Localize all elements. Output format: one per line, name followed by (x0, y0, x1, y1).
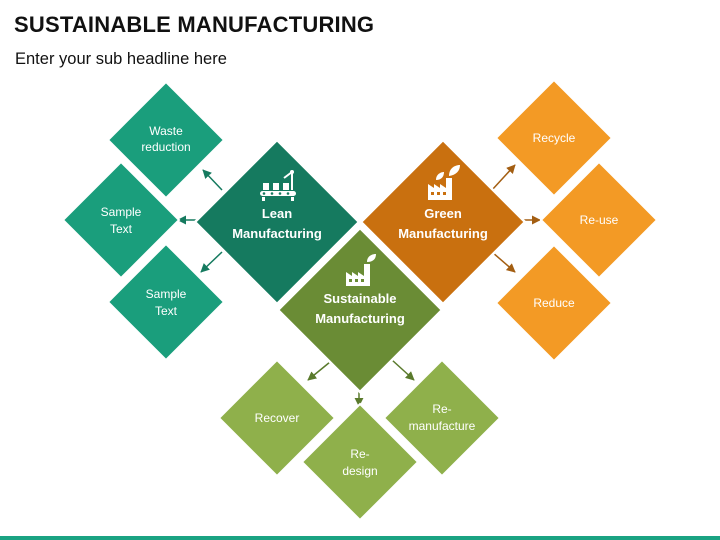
connector-arrow (202, 169, 223, 191)
page-subtitle: Enter your sub headline here (15, 50, 227, 68)
connector-arrow (491, 164, 516, 191)
sustainable-item-remanufacture[interactable]: Re-manufacture (382, 358, 502, 478)
factory-icon (346, 254, 376, 286)
svg-text:Re-manufacture: Re-manufacture (409, 402, 476, 433)
sustainable-item-redesign[interactable]: Re-design (300, 402, 420, 522)
connector-arrow (491, 251, 516, 273)
connector-group (177, 164, 541, 407)
eco-factory-icon (428, 165, 460, 200)
green-item-recycle[interactable]: Recycle (494, 78, 614, 198)
bottom-accent-bar (0, 536, 720, 540)
svg-text:Re-design: Re-design (342, 447, 377, 478)
page-title: SUSTAINABLE MANUFACTURING (14, 12, 375, 37)
svg-text:Reduce: Reduce (533, 296, 575, 310)
conveyor-robot-icon (260, 170, 296, 201)
green-item-reduce[interactable]: Reduce (494, 243, 614, 363)
svg-text:Re-use: Re-use (580, 213, 619, 227)
connector-arrow (391, 359, 415, 381)
svg-text:Recover: Recover (255, 411, 300, 425)
svg-text:Recycle: Recycle (533, 131, 576, 145)
connector-arrow (307, 361, 331, 381)
green-item-reuse[interactable]: Re-use (539, 160, 659, 280)
connector-arrow (200, 251, 223, 273)
sustainable-item-recover[interactable]: Recover (217, 358, 337, 478)
